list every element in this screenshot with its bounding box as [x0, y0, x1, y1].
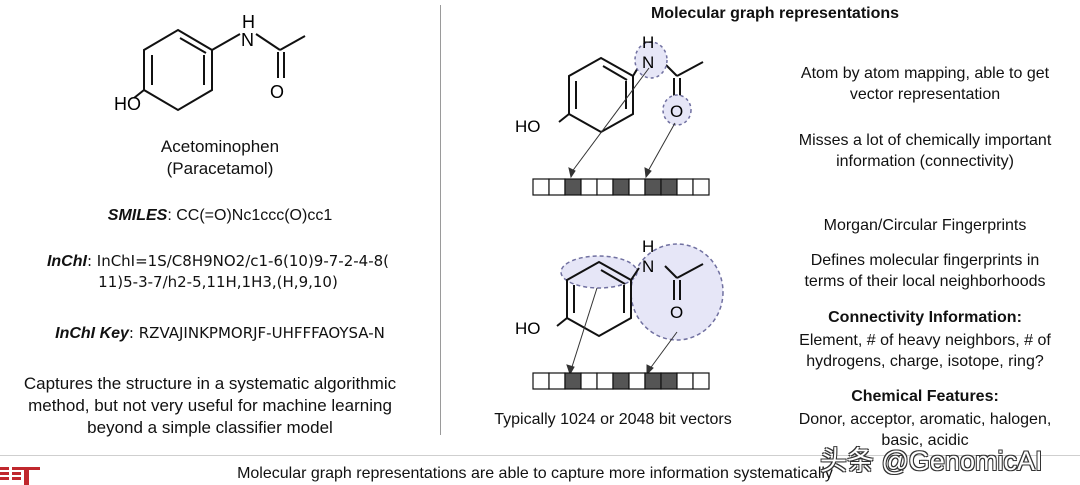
atom-h: H [242, 12, 255, 32]
watermark: 头条 @GenomicAI [820, 446, 1043, 476]
bit-cell [532, 178, 550, 196]
bit-cell [692, 372, 710, 390]
atom-ho: HO [114, 94, 141, 114]
atom-n: N [241, 30, 254, 50]
bit-cell [628, 178, 646, 196]
nitrogen-highlight [634, 41, 668, 79]
left-caption: Captures the structure in a systematic a… [23, 374, 397, 437]
atom-mapping-text: Atom by atom mapping, able to get vector… [800, 65, 1050, 103]
section-divider [440, 5, 441, 435]
inchikey-line: InChI Key: RZVAJINKPMORJF-UHFFFAOYSA-N [55, 324, 385, 342]
bit-cell [532, 372, 550, 390]
bit-cell [596, 372, 614, 390]
bit-cell [548, 372, 566, 390]
benzene-ring [143, 28, 213, 112]
defines-text: Defines molecular fingerprints in terms … [804, 252, 1046, 290]
acetaminophen-structure-left: H N O HO [114, 12, 306, 114]
atom-o: O [270, 82, 284, 102]
svg-text:N: N [642, 53, 654, 72]
chemical-heading: Chemical Features: [851, 388, 999, 405]
bit-vector-top [532, 178, 710, 196]
chemical-text: Donor, acceptor, aromatic, halogen, basi… [798, 411, 1052, 449]
svg-text:H: H [642, 33, 654, 52]
molecule-name: Acetominophen (Paracetamol) [160, 137, 280, 178]
morgan-fingerprint-diagram: H N O HO [515, 237, 724, 376]
inchi-block: InChI: InChI=1S/C8H9NO2/c1-6(10)9-7-2-4-… [46, 252, 390, 291]
svg-text:HO: HO [515, 117, 541, 136]
footer-summary: Molecular graph representations are able… [237, 465, 833, 482]
bit-cell [580, 372, 598, 390]
bit-cell [644, 372, 662, 390]
bit-cell [612, 178, 630, 196]
bit-cell [660, 178, 678, 196]
bit-cell [660, 372, 678, 390]
bit-cell [612, 372, 630, 390]
connectivity-text: Element, # of heavy neighbors, # of hydr… [799, 332, 1051, 370]
svg-text:O: O [670, 303, 683, 322]
bit-cell [628, 372, 646, 390]
bit-vectors-caption: Typically 1024 or 2048 bit vectors [494, 411, 732, 428]
connectivity-heading: Connectivity Information: [828, 309, 1022, 326]
bit-cell [676, 372, 694, 390]
misses-text: Misses a lot of chemically important inf… [798, 132, 1052, 170]
right-title: Molecular graph representations [650, 5, 900, 22]
morgan-title: Morgan/Circular Fingerprints [823, 217, 1027, 234]
bit-cell [564, 372, 582, 390]
bit-cell [596, 178, 614, 196]
bit-vector-bottom [532, 372, 710, 390]
footer-divider [0, 455, 1080, 456]
bit-cell [676, 178, 694, 196]
neighborhood-highlight-small [560, 255, 638, 289]
bit-cell [564, 178, 582, 196]
svg-text:H: H [642, 237, 654, 256]
bit-cell [580, 178, 598, 196]
bit-cell [692, 178, 710, 196]
atom-mapping-diagram: H N O HO [515, 33, 704, 179]
svg-text:O: O [670, 102, 683, 121]
bit-cell [644, 178, 662, 196]
svg-text:N: N [642, 257, 654, 276]
institution-logo-icon [0, 467, 40, 485]
oxygen-highlight [662, 94, 692, 126]
smiles-line: SMILES: CC(=O)Nc1ccc(O)cc1 [107, 207, 333, 224]
svg-text:HO: HO [515, 319, 541, 338]
bit-cell [548, 178, 566, 196]
